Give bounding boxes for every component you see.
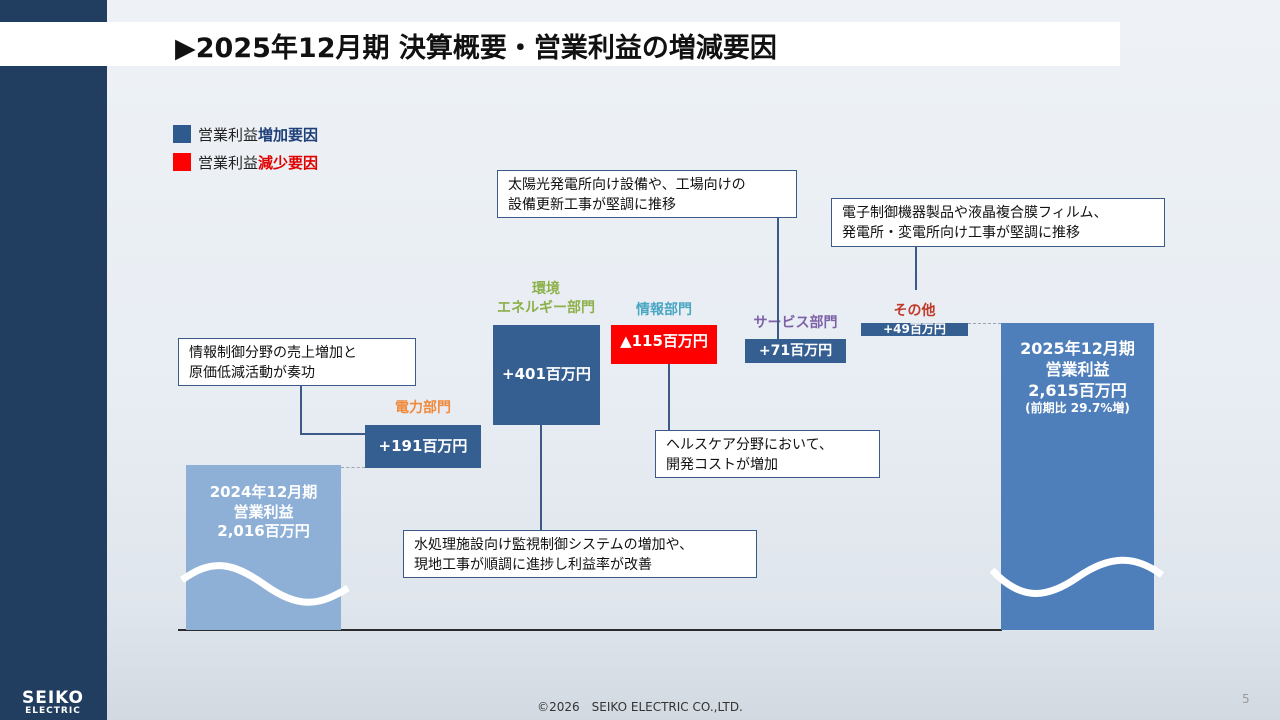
segment-label-kankyo: 環境エネルギー部門 — [480, 280, 612, 318]
label-line: エネルギー部門 — [497, 299, 595, 316]
baseline — [178, 629, 1002, 631]
leader-line — [540, 425, 542, 530]
connector-dash — [341, 467, 365, 468]
callout-line: ヘルスケア分野において、 — [666, 437, 833, 453]
callout-kankyo: 水処理施設向け監視制御システムの増加や、現地工事が順調に進捗し利益率が改善 — [403, 530, 757, 578]
legend-increase: 営業利益増加要因 — [198, 124, 318, 145]
legend-prefix: 営業利益 — [198, 126, 259, 144]
callout-line: 原価低減活動が奏功 — [189, 365, 315, 382]
callout-line: 開発コストが増加 — [666, 457, 778, 474]
segment-label-joho: 情報部門 — [636, 302, 692, 318]
connector-dash — [968, 323, 1001, 324]
wave-break-icon — [990, 556, 1165, 597]
copyright-footer: ©2026 SEIKO ELECTRIC CO.,LTD. — [537, 700, 743, 714]
bar-label: 営業利益 — [1045, 359, 1110, 379]
callout-line: 水処理施設向け監視制御システムの増加や、 — [414, 537, 694, 553]
bar-joho: ▲115百万円 — [611, 325, 717, 364]
segment-label-denryoku: 電力部門 — [395, 400, 451, 416]
callout-line: 太陽光発電所向け設備や、工場向けの — [508, 177, 746, 193]
logo-text-1: SEIKO — [21, 688, 85, 708]
callout-denryoku: 情報制御分野の売上増加と原価低減活動が奏功 — [178, 338, 416, 386]
legend-prefix: 営業利益 — [198, 154, 259, 172]
logo-text-2: ELECTRIC — [25, 706, 81, 716]
bar-value: +49百万円 — [883, 323, 946, 336]
bar-denryoku: +191百万円 — [365, 425, 481, 468]
callout-joho: ヘルスケア分野において、開発コストが増加 — [655, 430, 880, 478]
bar-label: 2025年12月期 — [1020, 339, 1135, 358]
bar-2025: 2025年12月期 営業利益 2,615百万円 (前期比 29.7%増) — [1001, 323, 1154, 630]
callout-service: 太陽光発電所向け設備や、工場向けの設備更新工事が堅調に推移 — [497, 170, 797, 218]
bar-value: 2,615百万円 — [1028, 380, 1127, 400]
bar-service: +71百万円 — [745, 339, 846, 363]
page-number: 5 — [1242, 692, 1250, 706]
bar-value: +401百万円 — [502, 365, 591, 384]
callout-line: 設備更新工事が堅調に推移 — [508, 197, 676, 214]
company-logo: SEIKO ELECTRIC — [4, 690, 102, 716]
title-bar — [0, 22, 1120, 66]
bar-value: ▲115百万円 — [620, 332, 708, 350]
legend-emph: 増加要因 — [258, 126, 319, 144]
leader-line — [777, 218, 779, 339]
segment-label-service: サービス部門 — [753, 315, 838, 331]
segment-label-sonota: その他 — [893, 303, 936, 319]
callout-line: 電子制御機器製品や液晶複合膜フィルム、 — [842, 205, 1108, 221]
bar-value: +191百万円 — [378, 436, 468, 455]
wave-break-icon — [180, 562, 350, 606]
bar-2024: 2024年12月期 営業利益 2,016百万円 — [186, 465, 341, 630]
bar-kankyo: +401百万円 — [493, 325, 600, 425]
legend-increase-swatch — [173, 125, 191, 143]
leader-line — [915, 247, 917, 290]
callout-sonota: 電子制御機器製品や液晶複合膜フィルム、発電所・変電所向け工事が堅調に推移 — [831, 198, 1165, 247]
callout-line: 情報制御分野の売上増加と — [189, 345, 357, 361]
legend-emph: 減少要因 — [258, 154, 319, 172]
callout-line: 現地工事が順調に進捗し利益率が改善 — [414, 557, 652, 574]
label-line: 環境 — [532, 281, 560, 297]
bar-sonota: +49百万円 — [861, 323, 968, 336]
sidebar-band — [0, 0, 107, 720]
legend-decrease: 営業利益減少要因 — [198, 152, 318, 173]
leader-line — [300, 433, 365, 435]
leader-line — [668, 364, 670, 430]
bar-label: 営業利益 — [233, 502, 294, 521]
page-title: ▶2025年12月期 決算概要・営業利益の増減要因 — [175, 33, 777, 64]
bar-value: 2,016百万円 — [217, 522, 310, 540]
bar-growth: (前期比 29.7%増) — [1025, 401, 1130, 416]
bar-value: +71百万円 — [758, 342, 833, 359]
callout-line: 発電所・変電所向け工事が堅調に推移 — [842, 225, 1080, 242]
bar-label: 2024年12月期 — [209, 483, 318, 501]
legend-decrease-swatch — [173, 153, 191, 171]
leader-line — [300, 386, 302, 434]
